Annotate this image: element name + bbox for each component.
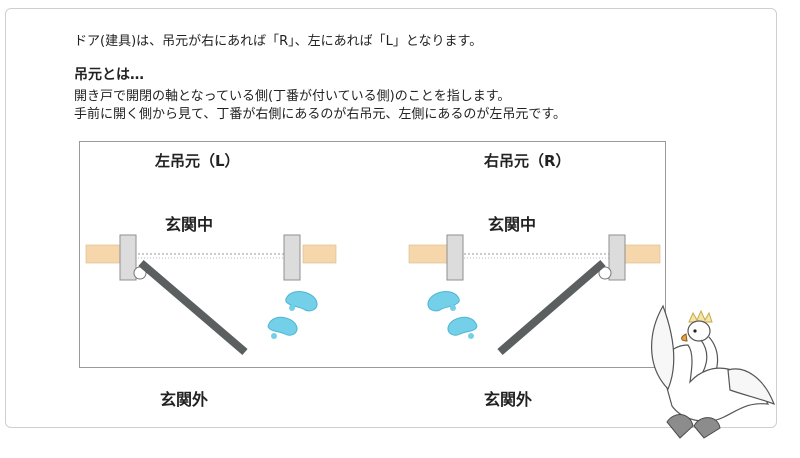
right-hinge-icon — [598, 266, 612, 280]
left-door-leaf — [138, 259, 248, 356]
left-wall-stub-a — [85, 244, 123, 264]
left-door-drawing — [85, 234, 337, 356]
definition-line-2: 手前に開く側から見て、丁番が右側にあるのが右吊元、左側にあるのが左吊元です。 — [74, 107, 567, 122]
definition-line-1: 開き戸で開閉の軸となっている側(丁番が付いている側)のことを指します。 — [74, 89, 511, 104]
left-door-jamb — [283, 234, 301, 281]
left-wall-stub-b — [302, 244, 337, 264]
left-outside-label: 玄関外 — [160, 390, 209, 409]
intro-text: ドア(建具)は、吊元が右にあれば「R」、左にあれば「L」となります。 — [74, 34, 483, 49]
right-hinge-title: 右吊元（R） — [484, 152, 571, 170]
right-footprints-icon — [427, 291, 478, 339]
definition-heading: 吊元とは… — [74, 67, 144, 83]
right-door-drawing — [408, 234, 661, 356]
left-inside-label: 玄関中 — [165, 215, 214, 234]
door-drawings — [85, 234, 661, 356]
right-wall-stub-a — [408, 244, 450, 264]
left-door-jamb-hinge — [119, 234, 137, 281]
left-footprints-icon — [267, 291, 318, 339]
door-hinge-diagram: 左吊元（L） 右吊元（R） 玄関中 玄関中 — [79, 141, 666, 368]
right-wall-stub-b — [624, 244, 661, 264]
right-door-leaf — [497, 259, 606, 356]
left-hinge-title: 左吊元（L） — [155, 152, 240, 170]
right-door-jamb-hinge — [608, 234, 626, 281]
right-door-jamb — [446, 234, 464, 281]
right-inside-label: 玄関中 — [488, 215, 537, 234]
right-outside-label: 玄関外 — [484, 390, 533, 409]
